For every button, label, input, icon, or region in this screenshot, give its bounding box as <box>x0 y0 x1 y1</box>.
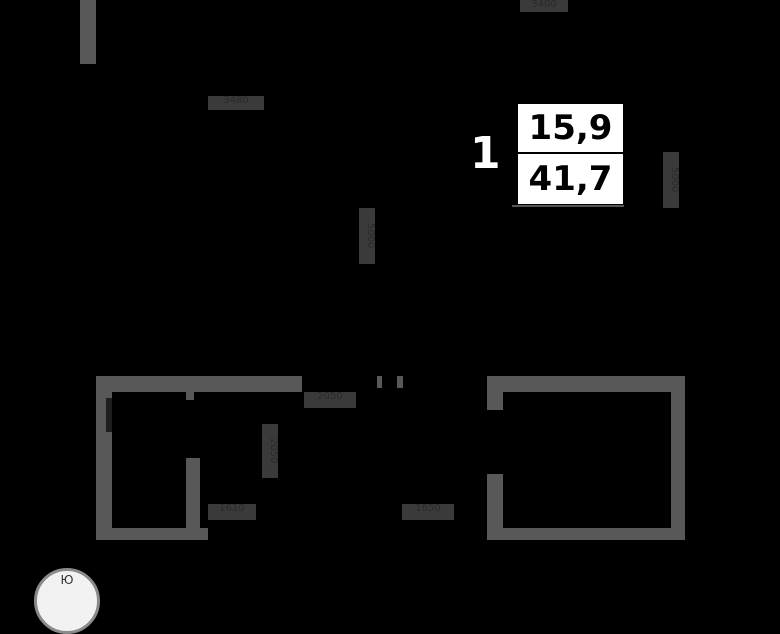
window-bath-left <box>106 398 112 432</box>
wall-right-room-left-lower <box>487 474 503 540</box>
wall-bath-top <box>96 376 302 392</box>
dimension-label-bath-bottom: 1610 <box>208 504 256 520</box>
partition-mark-left <box>377 376 382 388</box>
wall-top-left-vertical <box>80 0 96 64</box>
room-number: 1 <box>470 128 501 179</box>
dimension-label-hall-bottom: 1650 <box>402 504 454 520</box>
wall-right-room-bottom <box>487 528 685 540</box>
wall-bath-inner-right <box>186 458 200 540</box>
dimension-label-bath-vertical: 2050 <box>262 424 278 478</box>
dimension-label-center-vertical: 5000 <box>359 208 375 264</box>
compass-icon: Ю <box>34 568 100 634</box>
dimension-label-bath-top: 2050 <box>304 392 356 408</box>
partition-mark-right <box>397 376 403 388</box>
dimension-label-right-vertical: 5000 <box>663 152 679 208</box>
room-area-box: 15,9 41,7 <box>518 104 623 204</box>
dimension-label-top: 3400 <box>520 0 568 12</box>
dimension-label-upper-left: 3480 <box>208 96 264 110</box>
wall-bath-door-jamb <box>186 392 194 400</box>
total-area-value: 41,7 <box>528 159 613 199</box>
area-box-underline <box>512 205 624 207</box>
wall-right-room-top <box>487 376 685 392</box>
compass-label: Ю <box>60 573 74 587</box>
wall-right-room-left-upper <box>487 376 503 410</box>
living-area-value: 15,9 <box>518 104 623 154</box>
wall-right-room-right <box>671 376 685 540</box>
wall-bath-bottom <box>96 528 208 540</box>
